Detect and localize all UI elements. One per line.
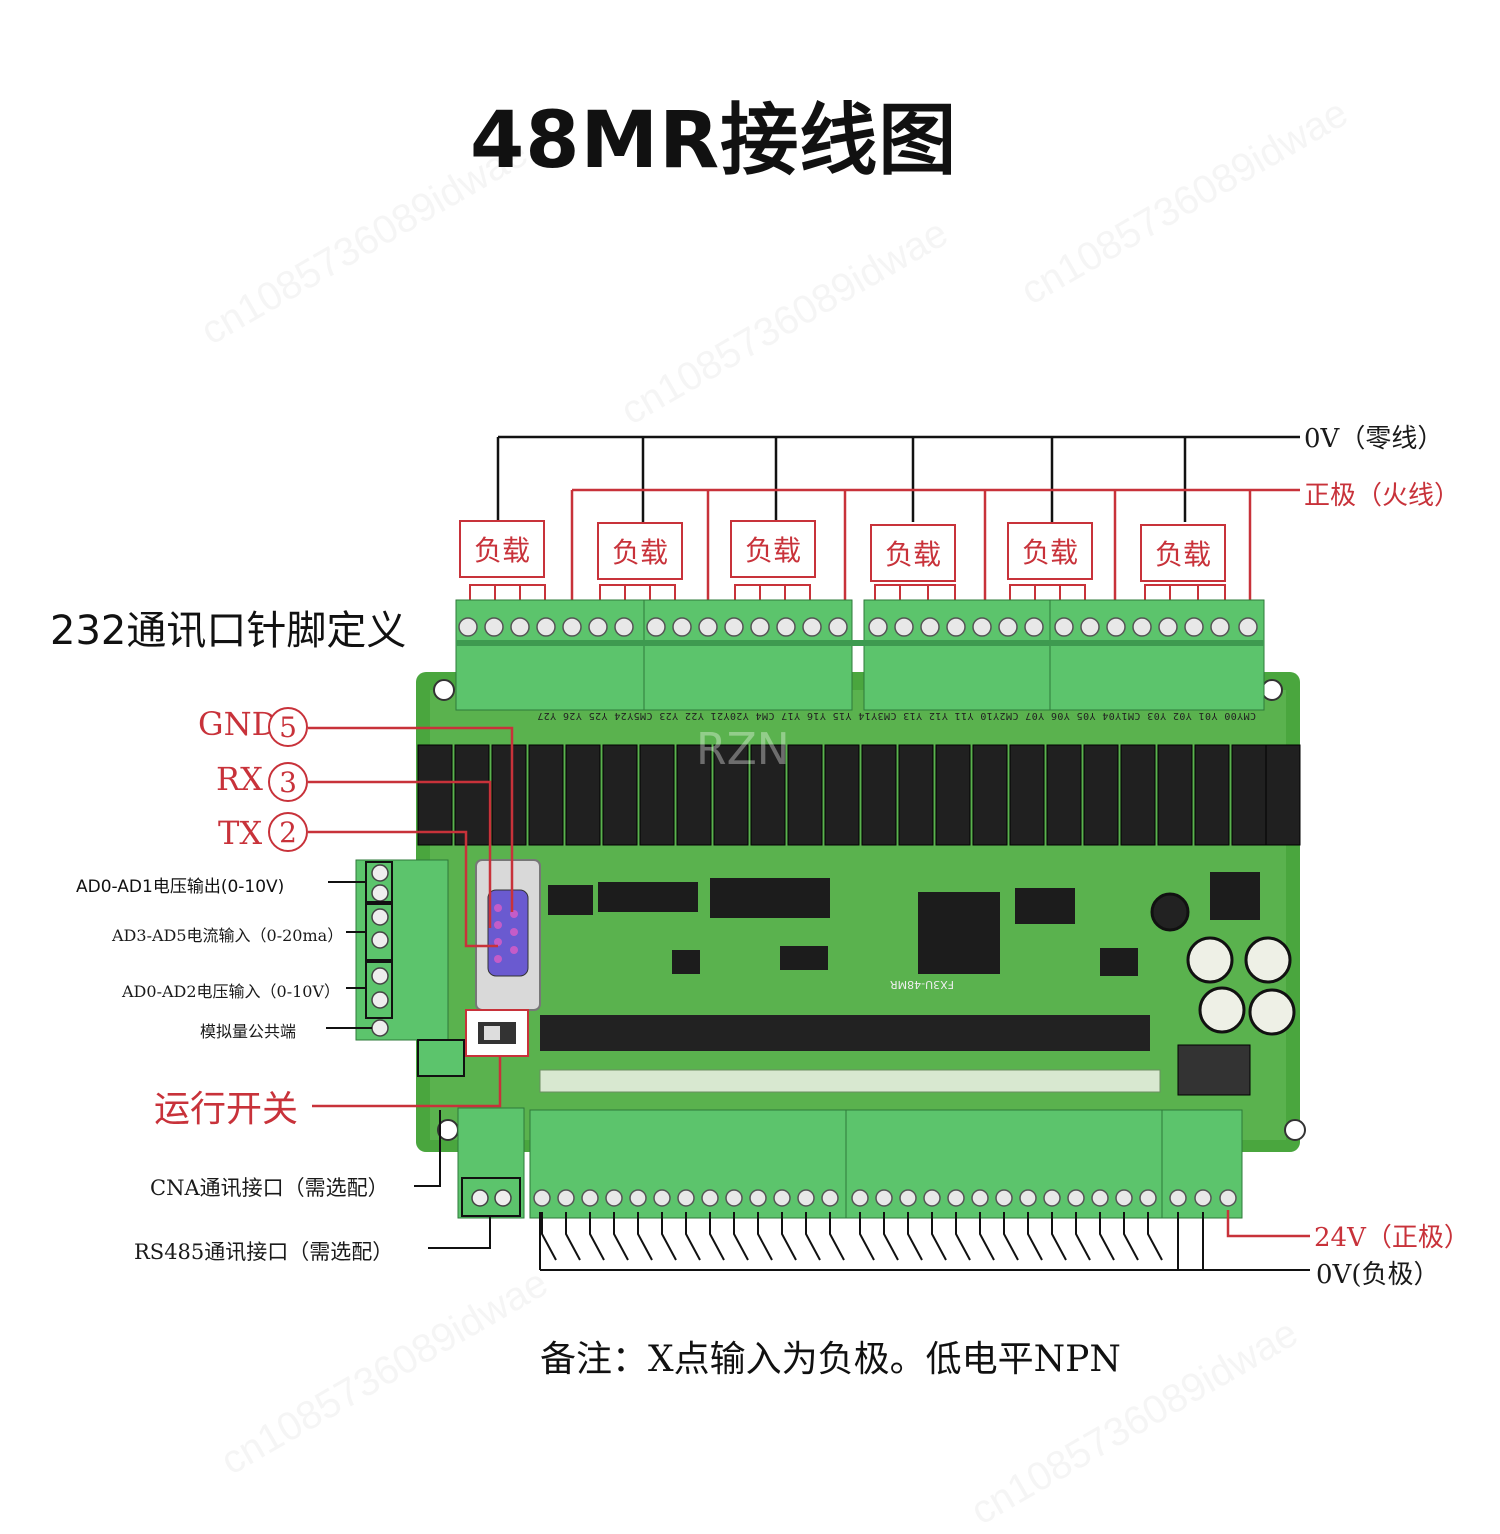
pin-rx-number: 3 bbox=[268, 762, 308, 802]
ic-chips bbox=[548, 872, 1260, 976]
load-box-6: 负载 bbox=[1140, 524, 1226, 582]
top-live-rail bbox=[570, 488, 1300, 610]
run-switch-label: 运行开关 bbox=[154, 1089, 299, 1130]
top-neutral-rail bbox=[496, 435, 1300, 522]
load-box-1: 负载 bbox=[459, 520, 545, 578]
inductor bbox=[1177, 1044, 1251, 1096]
pin-tx-label: TX bbox=[218, 814, 263, 852]
rs485-comm-label: RS485通讯接口（需选配） bbox=[134, 1240, 394, 1264]
run-switch-leader bbox=[312, 1056, 502, 1108]
bottom-terminal-screws bbox=[533, 1189, 1237, 1207]
output-terminal-text: CMY00 Y01 Y02 Y03 CM1Y04 Y05 Y06 Y07 CM2… bbox=[536, 710, 1256, 721]
pin-tx-number: 2 bbox=[268, 812, 308, 852]
24v-wire bbox=[1226, 1210, 1310, 1238]
chip-label: FX3U-48MR bbox=[890, 978, 955, 991]
ad-current-in-label: AD3-AD5电流输入（0-20ma） bbox=[112, 926, 344, 945]
ad-voltage-out-label: AD0-AD1电压输出(0-10V) bbox=[76, 877, 285, 897]
load-box-2: 负载 bbox=[597, 522, 683, 580]
pin-wires bbox=[308, 726, 514, 948]
load-box-3: 负载 bbox=[730, 520, 816, 578]
mounting-holes bbox=[433, 679, 1306, 1141]
top-terminal-blocks bbox=[455, 599, 1265, 711]
run-switch-component bbox=[465, 1009, 529, 1057]
analog-terminal-screws bbox=[371, 864, 389, 1037]
pin-gnd-label: GND bbox=[198, 705, 278, 743]
led-row bbox=[539, 1069, 1161, 1093]
db9-connector bbox=[475, 859, 541, 1011]
analog-terminal-block bbox=[355, 859, 449, 1041]
0v-negative-label: 0V(负极） bbox=[1316, 1260, 1440, 1290]
relay-row bbox=[417, 744, 1301, 846]
comm-leaders bbox=[414, 1110, 491, 1249]
neutral-rail-label: 0V（零线） bbox=[1304, 424, 1444, 454]
load-box-4: 负载 bbox=[870, 524, 956, 582]
footer-note: 备注：X点输入为负极。低电平NPN bbox=[540, 1339, 1121, 1380]
live-rail-label: 正极（火线） bbox=[1304, 481, 1461, 511]
capacitors bbox=[1150, 892, 1296, 1036]
pin-gnd-number: 5 bbox=[268, 707, 308, 747]
24v-positive-label: 24V（正极） bbox=[1314, 1223, 1470, 1253]
load-box-5: 负载 bbox=[1007, 522, 1093, 580]
power-connector bbox=[417, 1039, 465, 1077]
board-watermark: RZN bbox=[696, 724, 790, 775]
pin-rx-label: RX bbox=[216, 760, 263, 798]
input-switches bbox=[539, 1212, 1310, 1271]
analog-common-label: 模拟量公共端 bbox=[200, 1022, 297, 1041]
analog-leaders bbox=[326, 881, 372, 1029]
top-terminal-screws bbox=[458, 617, 1258, 637]
optocoupler-row bbox=[540, 1015, 1150, 1051]
pin-section-title: 232通讯口针脚定义 bbox=[50, 608, 407, 654]
page-title: 48MR接线图 bbox=[470, 96, 958, 186]
cna-comm-label: CNA通讯接口（需选配） bbox=[150, 1176, 389, 1200]
ad-voltage-in-label: AD0-AD2电压输入（0-10V） bbox=[122, 982, 341, 1001]
